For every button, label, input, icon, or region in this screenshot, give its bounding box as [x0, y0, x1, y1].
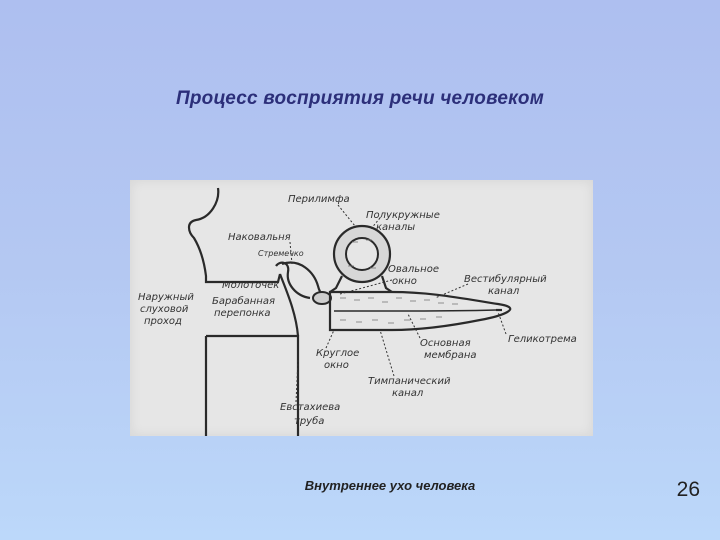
basilar-membrane-shape	[334, 309, 497, 312]
leader-round	[325, 329, 335, 349]
label-oval-1: Овальное	[388, 264, 439, 275]
stapes-shape	[312, 291, 332, 305]
label-tympanic-canal-2: канал	[392, 388, 424, 399]
leader-vestibular	[434, 283, 469, 299]
label-canal-3: проход	[144, 316, 182, 327]
label-eustachian-2: труба	[294, 415, 324, 427]
ear-canal-wall	[204, 334, 300, 436]
label-tympanic-membrane-2: перепонка	[214, 308, 271, 319]
semicircular-canals-inner	[345, 237, 379, 271]
leader-tympanic-canal	[379, 329, 395, 377]
label-semicircular-1: Полукружные	[366, 210, 440, 221]
label-round-1: Круглое	[316, 348, 359, 359]
label-semicircular-2: каналы	[376, 222, 415, 233]
label-incus: Наковальня	[228, 232, 291, 243]
leader-oval	[339, 279, 393, 295]
label-helicotrema: Геликотрема	[508, 334, 577, 345]
leader-basilar	[407, 313, 421, 339]
outer-ear-outline	[187, 187, 282, 284]
ear-diagram-svg: Перилимфа Полукружные каналы Наковальня …	[138, 187, 577, 436]
label-vestibular-2: канал	[488, 286, 520, 297]
page-number: 26	[676, 478, 700, 501]
label-eustachian-1: Евстахиева	[280, 402, 340, 413]
label-basilar-2: мембрана	[424, 349, 477, 361]
malleus-shape	[275, 261, 311, 300]
label-canal-1: Наружный	[138, 292, 194, 303]
label-oval-2: окно	[392, 276, 417, 287]
leader-semicircular	[369, 217, 381, 231]
slide-title: Процесс восприятия речи человеком	[176, 88, 544, 109]
leader-eustachian	[295, 359, 299, 403]
label-tympanic-canal-1: Тимпанический	[368, 376, 451, 387]
label-vestibular-1: Вестибулярный	[464, 273, 547, 285]
label-malleus: Молоточек	[222, 280, 279, 291]
label-perilymph: Перилимфа	[288, 194, 350, 205]
figure-caption: Внутреннее ухо человека	[304, 478, 476, 493]
leader-perilymph	[337, 204, 356, 227]
perilymph-fluid	[340, 239, 458, 324]
label-stapes: Стремечко	[258, 249, 304, 258]
label-canal-2: слуховой	[140, 304, 189, 315]
ear-diagram: Перилимфа Полукружные каналы Наковальня …	[130, 180, 593, 436]
vestibule-shape	[329, 275, 393, 293]
cochlea-shape	[328, 290, 512, 332]
label-round-2: окно	[324, 360, 349, 371]
label-tympanic-membrane-1: Барабанная	[212, 295, 275, 307]
tympanic-membrane-shape	[278, 273, 300, 337]
label-basilar-1: Основная	[420, 338, 471, 349]
